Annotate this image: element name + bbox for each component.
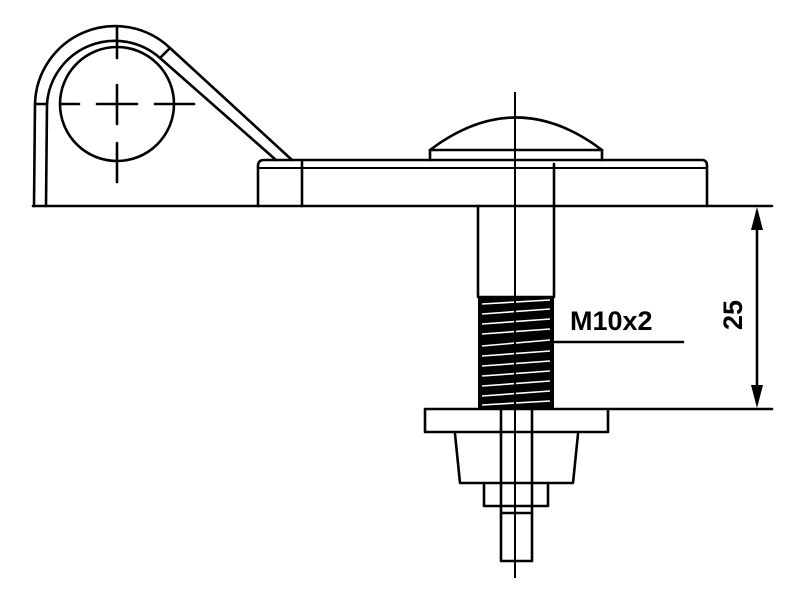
washer-and-nut: [423, 407, 610, 563]
bracket-eye: [32, 24, 294, 208]
thread-spec-label: M10x2: [570, 306, 653, 336]
dimension-label: 25: [718, 299, 748, 330]
base-plate: [31, 158, 774, 208]
hole-centerlines: [58, 26, 196, 184]
dimension-25: [606, 207, 774, 411]
